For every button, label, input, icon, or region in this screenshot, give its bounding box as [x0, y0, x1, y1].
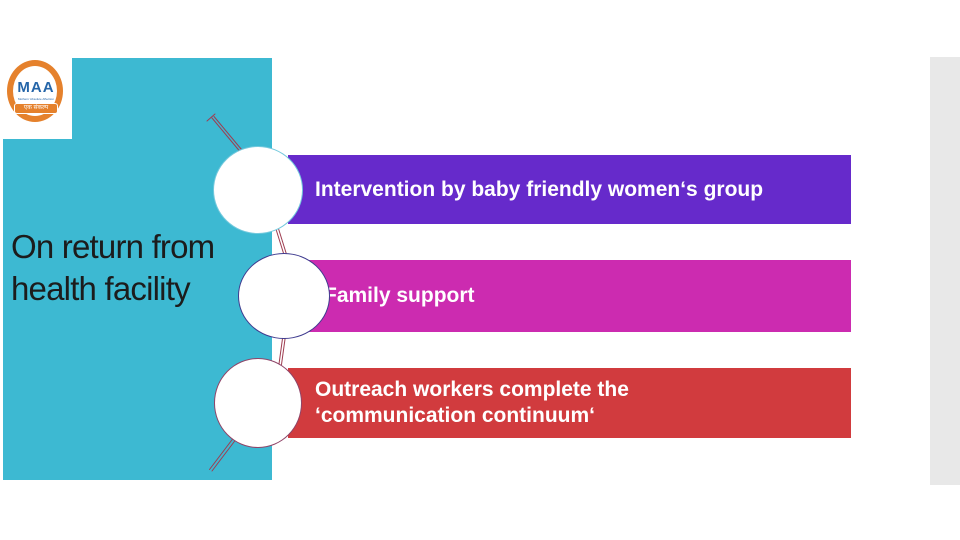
bar-label: Intervention by baby friendly women‘s gr… — [315, 177, 764, 201]
maa-logo-tagline: Mothers' Absolute Affection — [17, 97, 55, 101]
node-circle-2 — [238, 253, 330, 339]
maa-logo-banner: एक संकल्प — [14, 103, 58, 114]
bar-label: Family support — [324, 284, 475, 307]
maa-logo: MAA Mothers' Absolute Affection एक संकल्… — [0, 53, 72, 139]
maa-logo-ring-icon — [7, 60, 63, 122]
bar-label: Outreach workers complete the — [315, 378, 629, 401]
slide-title-line: On return from — [11, 228, 215, 265]
side-strip — [930, 57, 960, 485]
bar-outreach-workers: Outreach workers complete the ‘communica… — [288, 368, 851, 438]
bar-label: ‘communication continuum‘ — [315, 404, 596, 427]
node-circle-3 — [214, 358, 302, 448]
slide-title: On return from health facility — [11, 226, 215, 310]
bar-family-support: Family support — [288, 260, 851, 332]
bar-intervention: Intervention by baby friendly women‘s gr… — [288, 155, 851, 224]
connector-segment — [278, 334, 286, 365]
node-circle-1 — [213, 146, 303, 234]
maa-logo-acronym: MAA — [17, 79, 55, 96]
slide-title-line: health facility — [11, 270, 191, 307]
